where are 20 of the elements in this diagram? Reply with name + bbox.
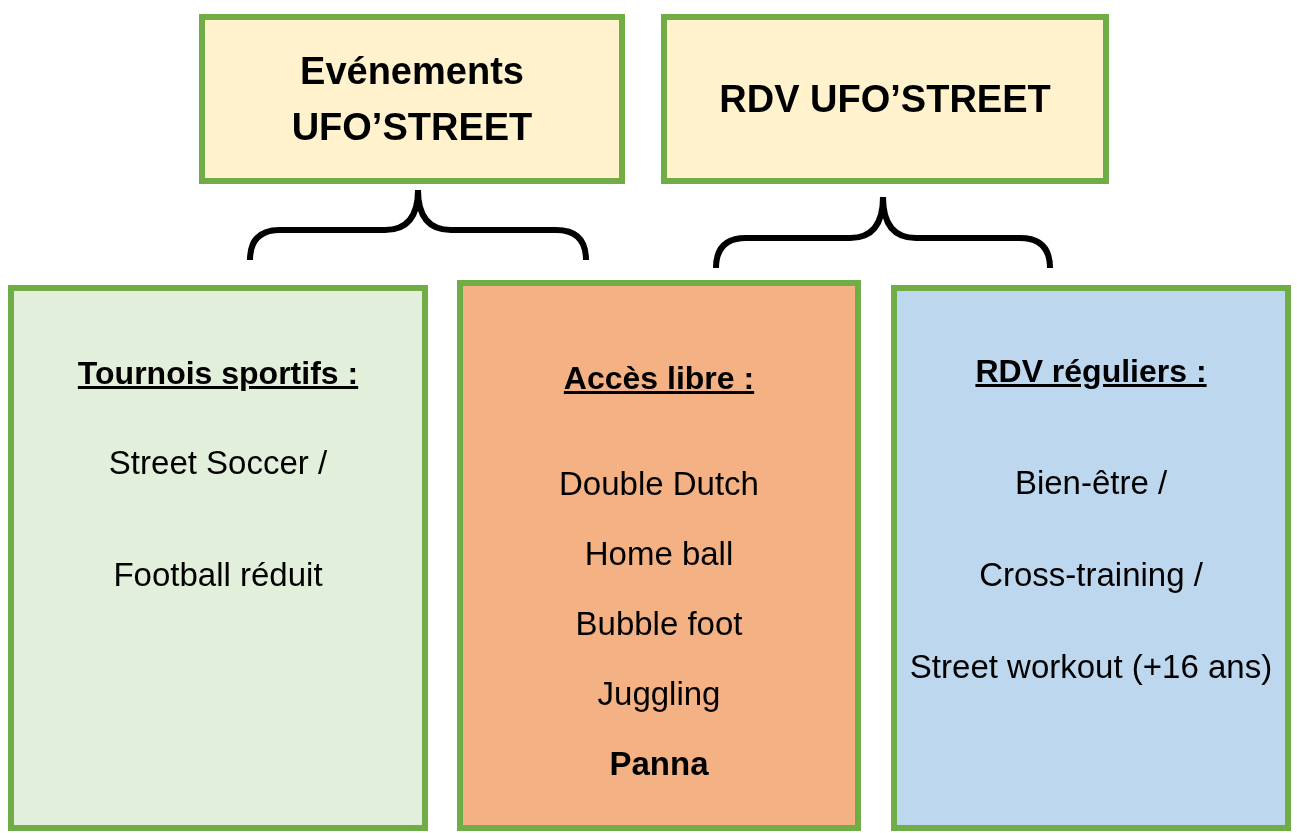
activity-box: [891, 285, 1291, 831]
activity-text: Bien-être /: [1014, 463, 1168, 503]
activity-text: Football réduit: [113, 555, 323, 595]
title-box: [199, 14, 625, 184]
activity-text: Double Dutch: [559, 464, 759, 504]
activity-text: Cross-training /: [979, 555, 1203, 595]
activity-text: Juggling: [597, 674, 721, 714]
box-heading: RDV réguliers :: [975, 352, 1207, 391]
box-title: RDV UFO’STREET: [719, 77, 1051, 122]
activity-box: [457, 280, 861, 831]
box-title: Evénements UFO’STREET: [290, 49, 534, 150]
activity-box: [8, 285, 428, 831]
activity-text: Home ball: [584, 534, 734, 574]
activity-text: Street Soccer /: [108, 443, 328, 483]
activity-text: Street workout (+16 ans): [909, 647, 1273, 687]
box-heading: Tournois sportifs :: [77, 354, 359, 393]
box-heading: Accès libre :: [563, 359, 755, 398]
activity-text: Panna: [609, 744, 709, 784]
activity-text: Bubble foot: [575, 604, 743, 644]
title-box: [661, 14, 1109, 184]
